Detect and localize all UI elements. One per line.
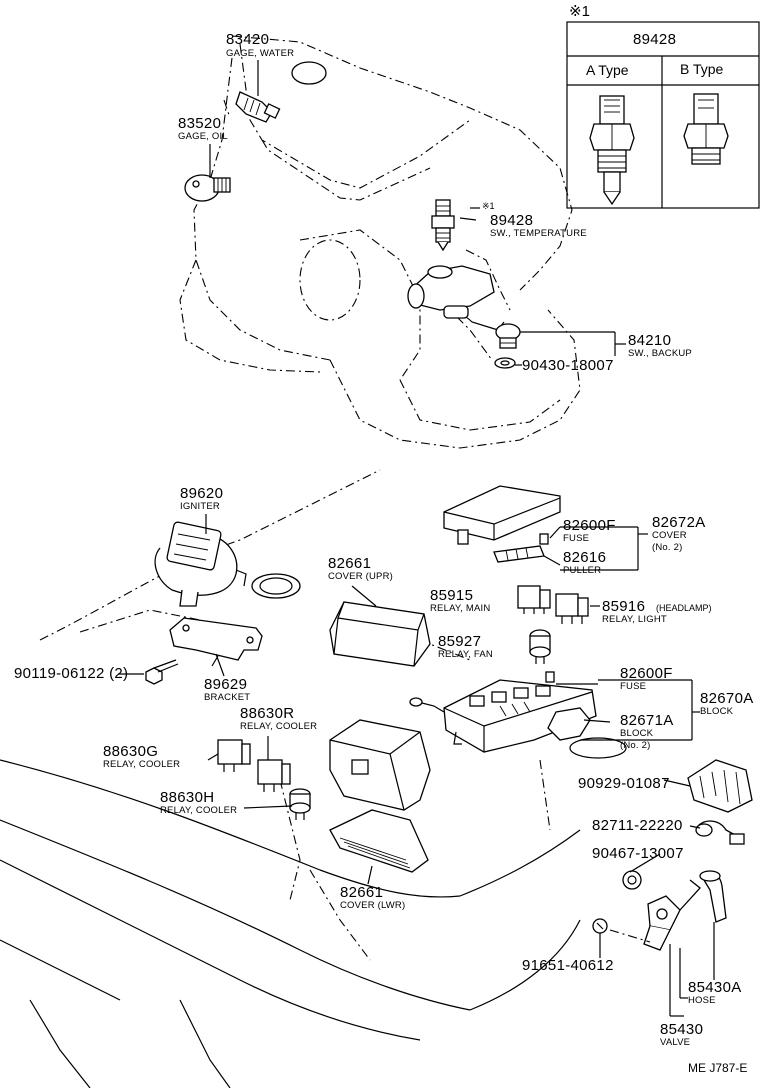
cover-upper-drawing <box>329 585 431 667</box>
part-89629-name: BRACKET <box>204 692 251 703</box>
part-83420-name: GAGE, WATER <box>226 48 295 59</box>
part-83520-number: 83520 <box>178 115 222 132</box>
part-88630g-name: RELAY, COOLER <box>103 759 181 770</box>
cooler-relay-g-drawing <box>217 739 251 772</box>
part-85915-name: RELAY, MAIN <box>430 603 491 614</box>
part-88630g-number: 88630G <box>103 743 159 760</box>
part-84210-name: SW., BACKUP <box>628 348 692 359</box>
part-85430-name: VALVE <box>660 1037 691 1048</box>
fuse-block-drawing <box>409 671 597 753</box>
part-88630h-name: RELAY, COOLER <box>160 805 238 816</box>
grommet-drawing <box>695 820 745 845</box>
relay-bracket-drawing <box>687 759 753 813</box>
part-82670a-number: 82670A <box>700 690 754 707</box>
clamp-drawing <box>622 870 642 890</box>
fuse-cover-no2-drawing <box>443 485 561 545</box>
water-gage-sender-drawing <box>235 91 281 123</box>
inset-marker: ※1 <box>569 3 590 20</box>
engine-outline <box>179 35 581 449</box>
part-89629-number: 89629 <box>204 676 248 693</box>
part-82711-number: 82711-22220 <box>592 817 683 834</box>
part-82600f-2-name: FUSE <box>620 681 647 692</box>
part-88630r-number: 88630R <box>240 705 295 722</box>
part-82661-lower-number: 82661 <box>340 884 384 901</box>
inset-type-b-label: B Type <box>680 61 724 77</box>
engine-leader-lines <box>209 60 626 366</box>
fuse-block-no2-drawing <box>547 707 627 759</box>
part-82661-upper-number: 82661 <box>328 555 372 572</box>
part-89620-name: IGNITER <box>180 501 220 512</box>
temp-switch-b-type-drawing <box>683 93 729 165</box>
part-89428-name: SW., TEMPERATURE <box>490 228 587 239</box>
part-89428-number: 89428 <box>490 212 534 229</box>
part-90430-number: 90430-18007 <box>522 357 614 374</box>
part-89620-number: 89620 <box>180 485 224 502</box>
part-82670a-name: BLOCK <box>700 706 734 717</box>
part-85916-suffix: (HEADLAMP) <box>656 603 712 613</box>
part-85915-number: 85915 <box>430 587 474 604</box>
inset-type-a-label: A Type <box>586 62 629 78</box>
part-82671a-number: 82671A <box>620 712 674 729</box>
cover-lower-drawing <box>329 809 429 873</box>
part-85430a-number: 85430A <box>688 979 742 996</box>
part-84210-number: 84210 <box>628 332 672 349</box>
part-91651-number: 91651-40612 <box>522 957 614 974</box>
part-82671a-sub: (No. 2) <box>620 740 651 751</box>
part-82661-lower-name: COVER (LWR) <box>340 900 406 911</box>
part-90467-number: 90467-13007 <box>592 845 684 862</box>
cooler-relay-h-drawing <box>289 788 311 820</box>
part-82672a-number: 82672A <box>652 514 706 531</box>
part-90119-number: 90119-06122 (2) <box>14 665 129 682</box>
relay-fan-drawing <box>529 629 551 664</box>
valve-drawing <box>643 879 701 951</box>
part-82616-number: 82616 <box>563 549 607 566</box>
part-82661-upper-name: COVER (UPR) <box>328 571 394 582</box>
relay-light-drawing <box>555 593 600 624</box>
temp-switch-a-type-drawing <box>589 95 635 206</box>
relay-box-drawing <box>329 719 431 811</box>
puller-drawing <box>493 545 545 563</box>
part-89428-marker: ※1 <box>482 201 495 211</box>
inset-part-number: 89428 <box>633 31 677 48</box>
bolt-drawing <box>118 659 179 685</box>
part-85927-name: RELAY, FAN <box>438 649 493 660</box>
part-82616-name: PULLER <box>563 565 602 576</box>
backup-switch-drawing <box>443 305 521 369</box>
part-85430a-name: HOSE <box>688 995 716 1006</box>
part-85916-number: 85916 <box>602 598 646 615</box>
part-85430-number: 85430 <box>660 1021 704 1038</box>
part-88630h-number: 88630H <box>160 789 215 806</box>
lower-leader-lines <box>205 514 715 1017</box>
screw-drawing <box>592 918 608 934</box>
relay-main-drawing <box>517 585 551 614</box>
part-85916-name: RELAY, LIGHT <box>602 614 667 625</box>
oil-gage-sender-drawing <box>184 174 231 202</box>
part-83420-number: 83420 <box>226 31 270 48</box>
bracket-drawing <box>169 617 263 677</box>
cooler-relay-r-drawing <box>257 759 291 792</box>
part-83520-name: GAGE, OIL <box>178 131 228 142</box>
part-82671a-name: BLOCK <box>620 728 654 739</box>
temp-switch-drawing <box>431 199 455 252</box>
part-82600f-number: 82600F <box>563 517 616 534</box>
part-90929-number: 90929-01087 <box>578 775 670 792</box>
part-82600f-name: FUSE <box>563 533 590 544</box>
water-outlet-drawing <box>407 265 495 311</box>
diagram-code: ME J787-E <box>688 1061 748 1075</box>
inset-table <box>566 21 760 209</box>
part-88630r-name: RELAY, COOLER <box>240 721 318 732</box>
part-82600f-2-number: 82600F <box>620 665 673 682</box>
fuse-drawing <box>539 533 549 545</box>
hose-drawing <box>699 870 727 923</box>
body-outline <box>0 469 581 1088</box>
part-82672a-name: COVER <box>652 530 687 541</box>
igniter-drawing <box>154 521 301 607</box>
part-82672a-sub: (No. 2) <box>652 542 683 553</box>
filler-cap <box>291 61 327 85</box>
part-85927-number: 85927 <box>438 633 482 650</box>
